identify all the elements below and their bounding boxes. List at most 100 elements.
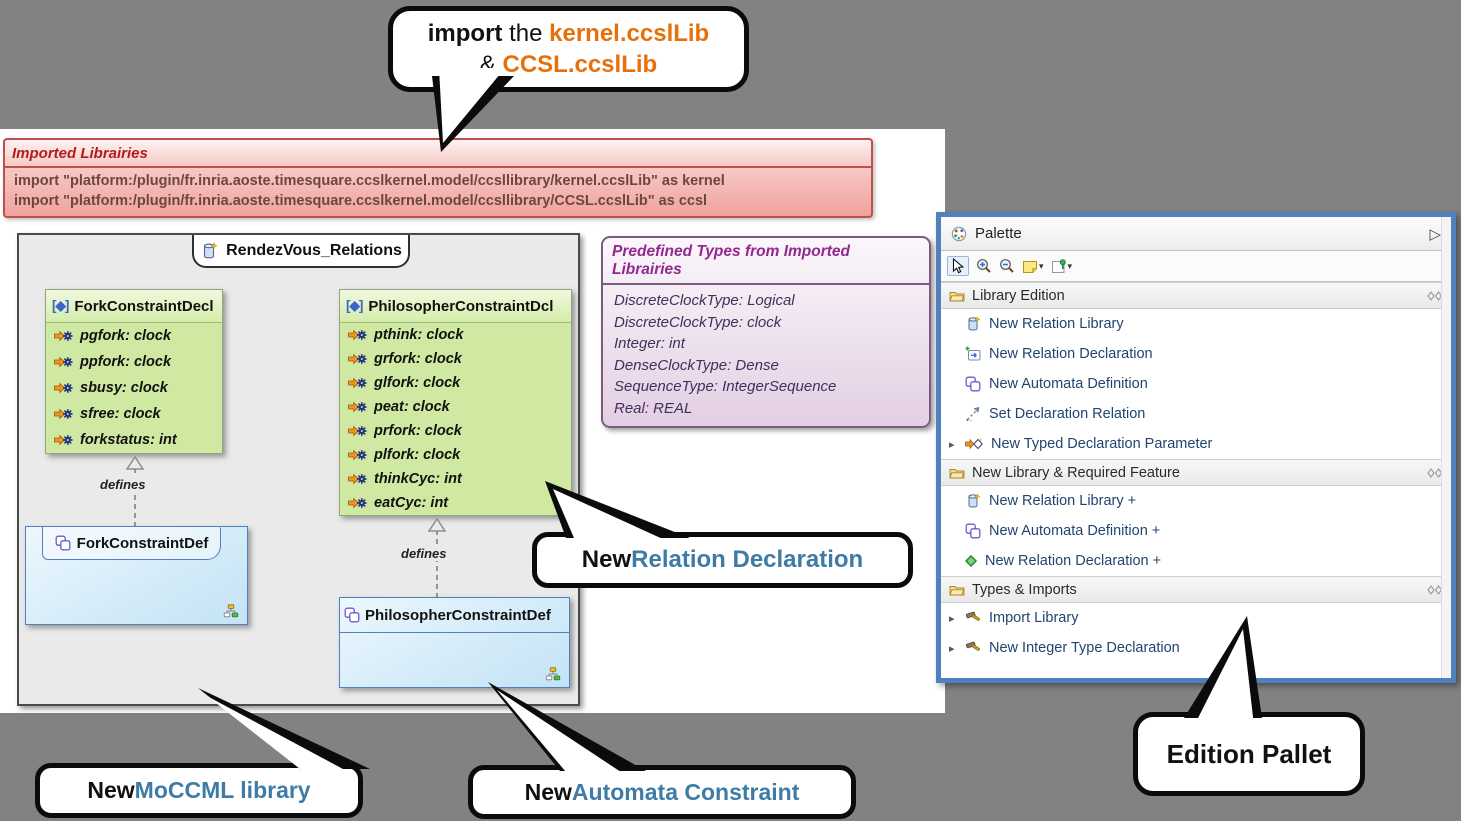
decl-attribute-row[interactable]: pthink: clock <box>340 323 571 347</box>
parameter-icon <box>348 401 367 413</box>
parameter-icon <box>54 408 73 420</box>
palette-item-set-declaration-relation[interactable]: Set Declaration Relation <box>941 399 1451 429</box>
fork-constraint-def-box[interactable]: ForkConstraintDef <box>25 526 248 625</box>
select-tool-button[interactable] <box>947 256 969 276</box>
imported-libraries-title: Imported Librairies <box>5 140 871 168</box>
parameter-icon <box>348 329 367 341</box>
decl-attribute-row[interactable]: peat: clock <box>340 395 571 419</box>
predefined-types-panel[interactable]: Predefined Types from Imported Librairie… <box>601 236 931 428</box>
relation-library-icon <box>200 242 218 260</box>
parameter-icon <box>348 425 367 437</box>
automata-definition-icon <box>344 607 360 623</box>
defines-edge[interactable] <box>425 517 449 599</box>
parameter-icon <box>348 377 367 389</box>
diagram-title: RendezVous_Relations <box>226 241 402 259</box>
philosopher-constraint-decl-box[interactable]: [◆] PhilosopherConstraintDcl pthink: clo… <box>339 289 572 516</box>
philosopher-constraint-decl-header[interactable]: [◆] PhilosopherConstraintDcl <box>340 290 571 323</box>
decl-attribute-row[interactable]: glfork: clock <box>340 371 571 395</box>
declaration-badge-icon: [◆] <box>346 298 363 313</box>
automata-definition-icon <box>965 523 981 539</box>
decl-attribute-row[interactable]: forkstatus: int <box>46 427 222 453</box>
hierarchy-icon <box>545 667 561 681</box>
decl-attribute-row[interactable]: plfork: clock <box>340 443 571 467</box>
palette-item-import-library[interactable]: ▸ Import Library <box>949 610 1079 626</box>
zoom-in-icon <box>976 258 992 274</box>
folder-icon <box>949 290 965 302</box>
palette-title: Palette <box>975 225 1022 242</box>
callout-new-relation-declaration: New Relation Declaration <box>532 532 913 588</box>
defines-label: defines <box>97 477 149 492</box>
palette-section-new-library-required-feature[interactable]: New Library & Required Feature <box>941 459 1451 486</box>
palette-collapse-icon[interactable]: ▷ <box>1429 225 1441 243</box>
palette-item-new-automata-definition[interactable]: New Automata Definition <box>941 369 1451 399</box>
palette-panel: Palette ▷ ▾ ▾ Library Edition New <box>936 212 1456 683</box>
diagram-title-tab[interactable]: RendezVous_Relations <box>192 235 410 268</box>
note-tool-button[interactable]: ▾ <box>1022 260 1044 273</box>
fork-constraint-def-name: ForkConstraintDef <box>76 534 209 552</box>
automata-definition-icon <box>55 535 71 551</box>
callout-new-moccml-library: New MoCCML library <box>35 763 363 818</box>
decl-attribute-row[interactable]: eatCyc: int <box>340 491 571 515</box>
zoom-in-tool-button[interactable] <box>976 258 992 274</box>
set-declaration-relation-icon <box>965 406 981 422</box>
palette-item-new-typed-declaration-parameter[interactable]: ▸ New Typed Declaration Parameter <box>949 436 1213 452</box>
parameter-icon <box>348 473 367 485</box>
note-icon <box>1022 260 1038 273</box>
decl-attribute-row[interactable]: ppfork: clock <box>46 349 222 375</box>
philosopher-constraint-def-header[interactable]: PhilosopherConstraintDef <box>340 598 569 633</box>
decl-attribute-row[interactable]: prfork: clock <box>340 419 571 443</box>
type-entry: DiscreteClockType: clock <box>614 313 782 331</box>
parameter-icon <box>54 330 73 342</box>
type-entry: DenseClockType: Dense <box>614 356 779 374</box>
decl-attribute-row[interactable]: sbusy: clock <box>46 375 222 401</box>
palette-item-new-relation-library-plus[interactable]: New Relation Library + <box>941 486 1451 516</box>
decl-attribute-row[interactable]: grfork: clock <box>340 347 571 371</box>
green-diamond-icon <box>965 555 977 567</box>
hierarchy-icon <box>223 604 239 618</box>
callout-import-libraries: import the kernel.ccslLib & CCSL.ccslLib <box>388 6 749 92</box>
palette-section-types-imports[interactable]: Types & Imports <box>941 576 1451 603</box>
parameter-icon <box>348 353 367 365</box>
type-entry: Integer: int <box>614 335 685 352</box>
relation-library-icon <box>965 316 981 332</box>
folder-icon <box>949 584 965 596</box>
expand-arrow-icon[interactable]: ▸ <box>949 642 955 655</box>
decl-attribute-row[interactable]: thinkCyc: int <box>340 467 571 491</box>
fork-constraint-decl-name: ForkConstraintDecl <box>74 297 214 315</box>
decl-attribute-row[interactable]: sfree: clock <box>46 401 222 427</box>
palette-section-library-edition[interactable]: Library Edition <box>941 282 1451 309</box>
pin-note-icon <box>1051 258 1067 274</box>
palette-scrollbar[interactable] <box>1441 217 1451 678</box>
palette-item-new-relation-declaration[interactable]: New Relation Declaration <box>941 339 1451 369</box>
palette-header[interactable]: Palette ▷ <box>941 217 1451 251</box>
parameter-icon <box>54 434 73 446</box>
palette-item-new-automata-definition-plus[interactable]: New Automata Definition + <box>941 516 1451 546</box>
folder-icon <box>949 467 965 479</box>
fork-constraint-decl-header[interactable]: [◆] ForkConstraintDecl <box>46 290 222 323</box>
expand-arrow-icon[interactable]: ▸ <box>949 612 955 625</box>
palette-item-new-integer-type-declaration[interactable]: ▸ New Integer Type Declaration <box>949 640 1180 656</box>
relation-declaration-icon <box>965 346 981 362</box>
type-entry: Real: REAL <box>614 399 693 417</box>
palette-icon <box>951 226 967 242</box>
import-statement: import "platform:/plugin/fr.inria.aoste.… <box>14 173 725 189</box>
zoom-out-tool-button[interactable] <box>999 258 1015 274</box>
palette-item-new-relation-declaration-plus[interactable]: New Relation Declaration + <box>941 546 1451 576</box>
parameter-icon <box>54 382 73 394</box>
palette-item-new-relation-library[interactable]: New Relation Library <box>941 309 1451 339</box>
expand-arrow-icon[interactable]: ▸ <box>949 438 955 451</box>
cursor-icon <box>950 258 966 274</box>
imported-libraries-panel[interactable]: Imported Librairies import "platform:/pl… <box>3 138 873 218</box>
relation-library-icon <box>965 493 981 509</box>
decl-attribute-row[interactable]: pgfork: clock <box>46 323 222 349</box>
zoom-out-icon <box>999 258 1015 274</box>
fork-constraint-decl-box[interactable]: [◆] ForkConstraintDecl pgfork: clock ppf… <box>45 289 223 454</box>
hammer-icon <box>965 611 981 625</box>
fork-constraint-def-header[interactable]: ForkConstraintDef <box>42 527 221 560</box>
philosopher-constraint-def-box[interactable]: PhilosopherConstraintDef <box>339 597 570 688</box>
callout-edition-pallet: Edition Pallet <box>1133 712 1365 796</box>
pin-note-tool-button[interactable]: ▾ <box>1051 258 1072 274</box>
defines-label: defines <box>398 546 450 561</box>
type-entry: SequenceType: IntegerSequence <box>614 378 837 395</box>
parameter-icon <box>348 449 367 461</box>
